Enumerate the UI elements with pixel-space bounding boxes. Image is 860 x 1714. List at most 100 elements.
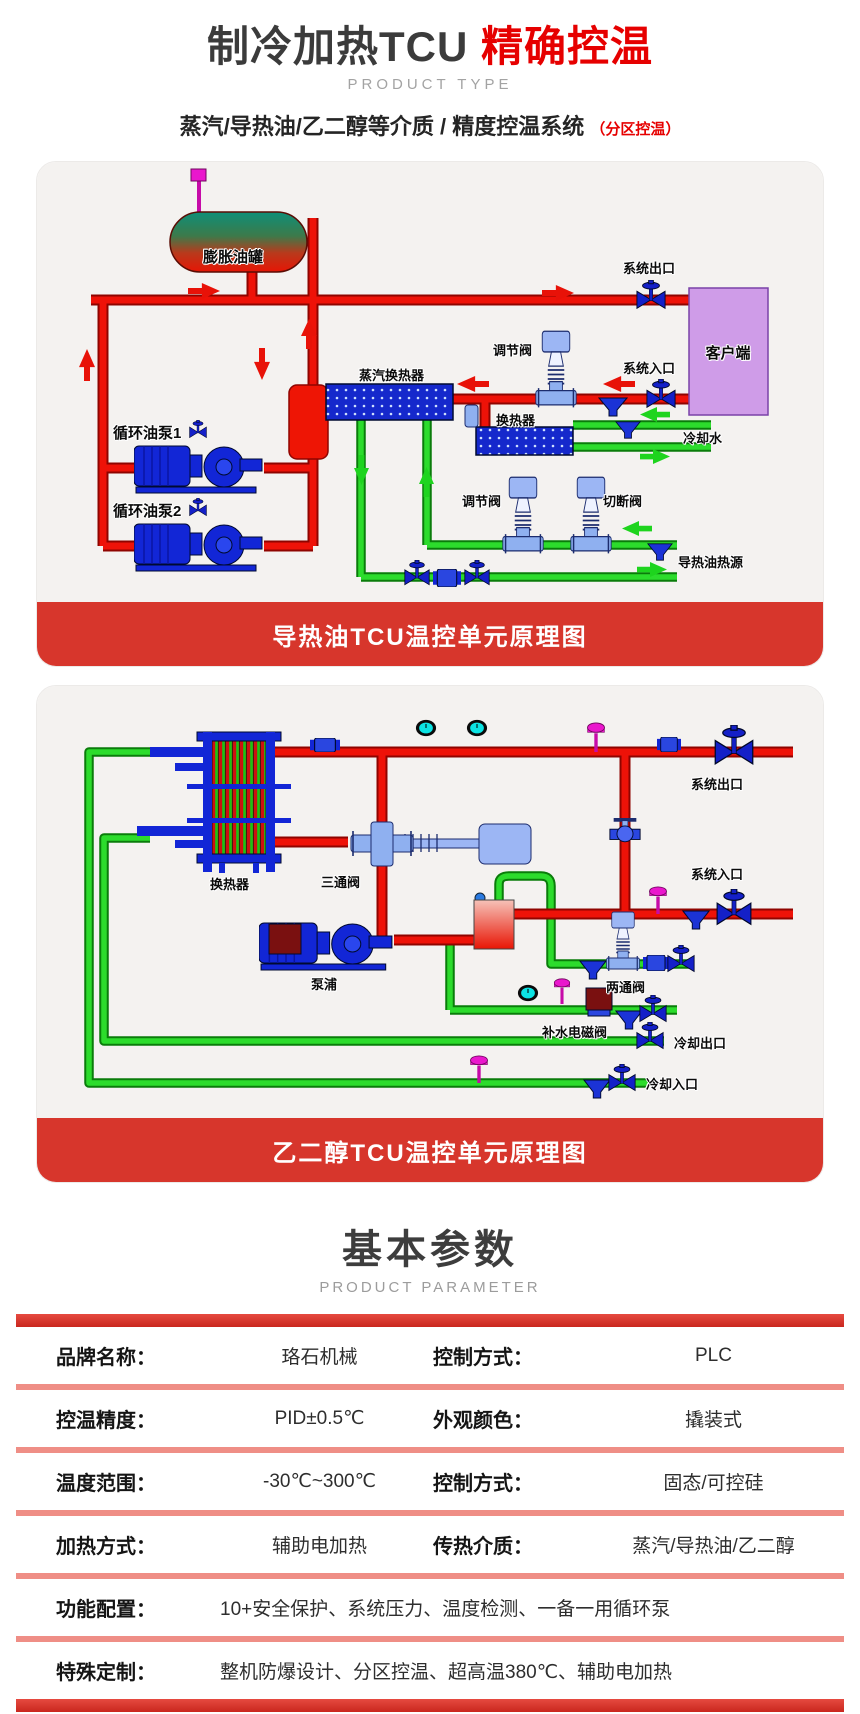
param-value: PLC: [695, 1344, 732, 1366]
cooling-inlet-strainer-icon: [583, 1079, 611, 1099]
buffer-vessel: [288, 384, 329, 460]
diagram2-caption: 乙二醇TCU温控单元原理图: [37, 1118, 823, 1183]
exchanger-outlet-fitting-icon: [310, 738, 340, 753]
label-steam-exchanger: 蒸汽换热器: [359, 368, 425, 384]
thermal-oil-schematic: 膨胀油罐 系统出口 客户端 调节阀 系统入口 蒸汽换热器 换热器 冷却水 调节阀…: [37, 162, 823, 603]
label-three-way-valve: 三通阀: [321, 875, 361, 891]
thermal-oil-schematic-svg: [79, 168, 769, 588]
row-separator: [16, 1636, 844, 1643]
label-oil-heat-source: 导热油热源: [678, 555, 744, 571]
param-value: 珞石机械: [281, 1347, 358, 1369]
pump1-valve-icon: [189, 420, 207, 439]
steam-heat-exchanger: [325, 383, 454, 421]
param-label: 传热介质：: [432, 1536, 533, 1559]
heater-tank: [473, 892, 515, 950]
label-client: 客户端: [705, 345, 751, 363]
three-way-valve: [350, 821, 532, 867]
circulation-pump-1-icon: [134, 445, 263, 494]
label-system-outlet: 系统出口: [691, 777, 744, 793]
label-cooling-outlet: 冷却出口: [674, 1036, 727, 1052]
top-fitting-icon: [657, 737, 681, 753]
param-value: 撬装式: [684, 1410, 742, 1432]
parameters-table: 品牌名称： 珞石机械 控制方式： PLC 控温精度： PID±0.5℃ 外观颜色…: [16, 1314, 844, 1713]
label-two-way-valve: 两通阀: [606, 980, 646, 996]
diagram1-caption: 导热油TCU温控单元原理图: [37, 602, 823, 667]
parameters-title: 基本参数: [342, 1228, 518, 1273]
param-label: 温度范围：: [56, 1473, 156, 1496]
sensor-makeup-icon: [553, 978, 571, 1005]
row-separator: [16, 1447, 844, 1454]
param-label: 控制方式：: [432, 1473, 533, 1496]
table-row: 品牌名称： 珞石机械 控制方式： PLC: [16, 1327, 844, 1384]
diagram-panel-glycol: 换热器 三通阀 泵浦 系统出口 系统入口 两通阀 补水电磁阀 冷却出口 冷却入口…: [36, 685, 824, 1184]
table-bottom-bar: [16, 1699, 844, 1713]
label-water-solenoid: 补水电磁阀: [542, 1025, 608, 1041]
two-way-valve-icon: [605, 911, 641, 972]
param-label: 特殊定制：: [56, 1662, 156, 1685]
param-label: 功能配置：: [56, 1599, 156, 1622]
glycol-pump: [259, 922, 393, 971]
label-system-outlet: 系统出口: [623, 261, 676, 277]
makeup-valve-icon: [639, 995, 667, 1023]
param-value: 10+安全保护、系统压力、温度检测、一备一用循环泵: [220, 1599, 671, 1621]
table-row: 加热方式： 辅助电加热 传热介质： 蒸汽/导热油/乙二醇: [16, 1516, 844, 1573]
label-cooling-inlet: 冷却入口: [646, 1077, 699, 1093]
circulation-pump-2-icon: [134, 523, 263, 572]
inlet-strainer-icon: [598, 397, 628, 417]
makeup-strainer-icon: [615, 1010, 643, 1030]
cutoff-valve-icon: [569, 476, 613, 555]
param-value: 辅助电加热: [271, 1536, 367, 1558]
row-separator: [16, 1573, 844, 1580]
inlet-strainer-icon: [682, 910, 710, 930]
title-main: 制冷加热TCU: [206, 23, 481, 70]
glycol-schematic: 换热器 三通阀 泵浦 系统出口 系统入口 两通阀 补水电磁阀 冷却出口 冷却入口: [37, 686, 824, 1119]
heat-source-strainer-icon: [647, 543, 673, 561]
label-expansion-tank: 膨胀油罐: [203, 249, 264, 267]
title-accent: 精确控温: [480, 23, 653, 70]
table-top-bar: [16, 1314, 844, 1328]
label-cooling-water: 冷却水: [683, 431, 723, 447]
title-subtitle: PRODUCT TYPE: [347, 76, 513, 94]
parameters-header: 基本参数 PRODUCT PARAMETER: [0, 1217, 860, 1296]
cooling-strainer-icon: [615, 421, 641, 439]
param-label: 外观颜色：: [432, 1410, 533, 1433]
regulating-valve-icon: [534, 330, 578, 409]
exchanger-fitting: [464, 404, 479, 428]
label-pump: 泵浦: [311, 977, 338, 993]
regulating-valve-2-icon: [501, 476, 545, 555]
ball-valve-icon: [609, 818, 641, 843]
header: 制冷加热TCU 精确控温 PRODUCT TYPE 蒸汽/导热油/乙二醇等介质 …: [0, 0, 860, 141]
param-value: 整机防爆设计、分区控温、超高温380℃、辅助电加热: [220, 1662, 673, 1684]
label-system-inlet: 系统入口: [691, 867, 744, 883]
solenoid-valve: [585, 987, 613, 1017]
two-way-strainer-icon: [579, 960, 607, 980]
two-way-fitting-icon: [643, 955, 669, 972]
cooling-heat-exchanger: [475, 426, 574, 456]
glycol-schematic-svg: [37, 719, 824, 1099]
label-cutoff-valve: 切断阀: [603, 494, 643, 510]
param-value: -30℃~300℃: [263, 1471, 376, 1493]
param-value: 固态/可控硅: [663, 1473, 764, 1495]
diagram-panel-thermal-oil: 膨胀油罐 系统出口 客户端 调节阀 系统入口 蒸汽换热器 换热器 冷却水 调节阀…: [36, 161, 824, 668]
table-row: 特殊定制： 整机防爆设计、分区控温、超高温380℃、辅助电加热: [16, 1642, 844, 1699]
tagline: 蒸汽/导热油/乙二醇等介质 / 精度控温系统 （分区控温）: [0, 109, 860, 141]
plate-heat-exchanger: [137, 731, 291, 874]
tagline-note: （分区控温）: [590, 121, 681, 139]
pump2-valve-icon: [189, 498, 207, 517]
client-box: [688, 287, 769, 416]
label-regulating-valve: 调节阀: [493, 343, 533, 359]
system-outlet-valve-icon: [714, 725, 754, 765]
table-row: 温度范围： -30℃~300℃ 控制方式： 固态/可控硅: [16, 1453, 844, 1510]
label-regulating-valve-2: 调节阀: [462, 494, 502, 510]
param-value: PID±0.5℃: [274, 1408, 365, 1430]
label-system-inlet: 系统入口: [623, 361, 676, 377]
label-exchanger: 换热器: [496, 413, 536, 429]
label-pump-2: 循环油泵2: [113, 503, 182, 521]
gauge-icon-2: [466, 719, 488, 737]
label-pump-1: 循环油泵1: [113, 425, 182, 443]
bottom-fitting-icon: [433, 569, 461, 588]
page-title: 制冷加热TCU 精确控温: [0, 23, 860, 70]
gauge-icon-1: [415, 719, 437, 737]
row-separator: [16, 1510, 844, 1517]
